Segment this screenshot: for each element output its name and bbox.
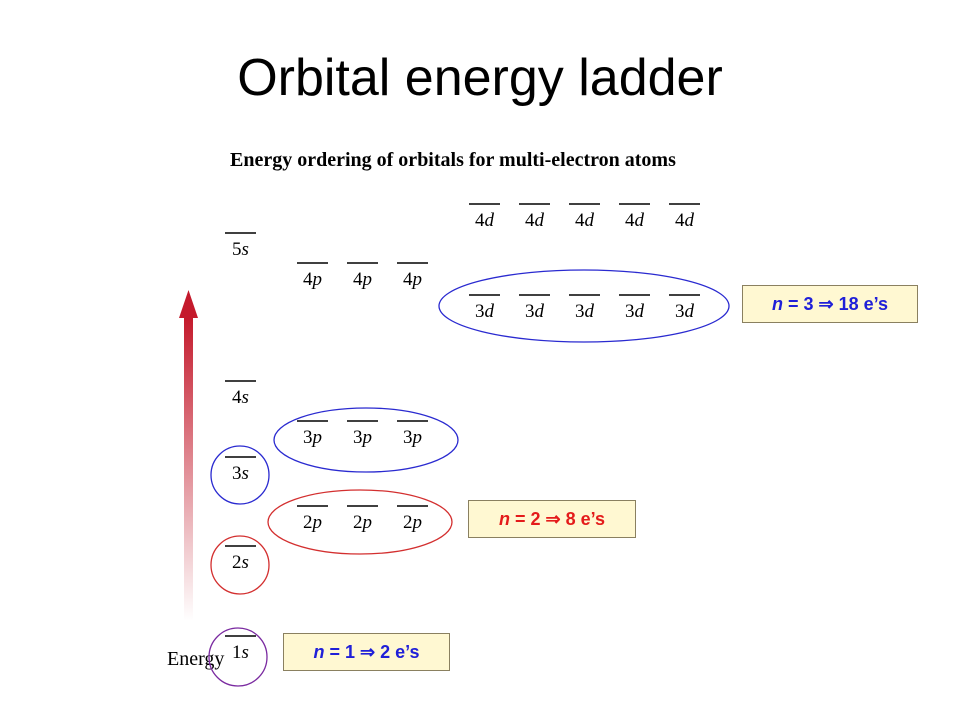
orbital-label-3d: 3d (525, 301, 545, 322)
orbital-label-4p: 4p (353, 269, 372, 290)
callout-n2: n = 2 ⇒ 8 e’s (468, 500, 636, 538)
energy-axis-label: Energy (167, 648, 224, 670)
orbital-label-4d: 4d (625, 210, 645, 231)
orbital-label-2p: 2p (403, 512, 422, 533)
callout-n3: n = 3 ⇒ 18 e’s (742, 285, 918, 323)
orbital-label-2p: 2p (303, 512, 322, 533)
ring-3s (210, 445, 270, 505)
orbital-label-2p: 2p (353, 512, 372, 533)
energy-arrow-head (179, 290, 198, 318)
orbital-label-2s: 2s (232, 552, 249, 573)
orbital-label-3d: 3d (675, 301, 695, 322)
orbital-label-3p: 3p (353, 427, 372, 448)
orbital-label-3d: 3d (575, 301, 595, 322)
ring-1s (208, 627, 268, 687)
orbital-levels: 1s 2s 2p 2p 2p 3s 3p 3p 3p 4s 3d 3d 3d 3d 3d 4p 4p 4p 5s 4d… (225, 203, 700, 663)
energy-arrow (179, 290, 198, 621)
callout-n1-text: = 1 ⇒ 2 e’s (324, 642, 420, 662)
ring-2s (210, 535, 270, 595)
orbital-label-4d: 4d (575, 210, 595, 231)
orbital-label-4d: 4d (675, 210, 695, 231)
callout-n3-variable: n (772, 294, 783, 314)
callout-n1-variable: n (313, 642, 325, 662)
orbital-label-1s: 1s (232, 642, 249, 663)
ring-3p (273, 407, 459, 473)
orbital-label-4d: 4d (525, 210, 545, 231)
callout-n2-variable: n (499, 509, 510, 529)
orbital-label-5s: 5s (232, 239, 249, 260)
orbital-label-4p: 4p (403, 269, 422, 290)
orbital-label-3p: 3p (303, 427, 322, 448)
callout-n1: n = 1 ⇒ 2 e’s (283, 633, 450, 671)
figure-caption: Energy ordering of orbitals for multi-el… (230, 149, 676, 171)
orbital-label-4s: 4s (232, 387, 249, 408)
orbital-label-4p: 4p (303, 269, 322, 290)
orbital-label-3s: 3s (232, 463, 249, 484)
orbital-label-3d: 3d (475, 301, 495, 322)
orbital-label-3p: 3p (403, 427, 422, 448)
shell-rings (208, 269, 730, 687)
slide-title: Orbital energy ladder (237, 49, 723, 107)
ring-3d (438, 269, 730, 343)
energy-arrow-shaft (184, 318, 193, 621)
orbital-label-4d: 4d (475, 210, 495, 231)
callout-n3-text: = 3 ⇒ 18 e’s (783, 294, 888, 314)
callout-n2-text: = 2 ⇒ 8 e’s (510, 509, 605, 529)
ring-2p (267, 489, 453, 555)
orbital-label-3d: 3d (625, 301, 645, 322)
